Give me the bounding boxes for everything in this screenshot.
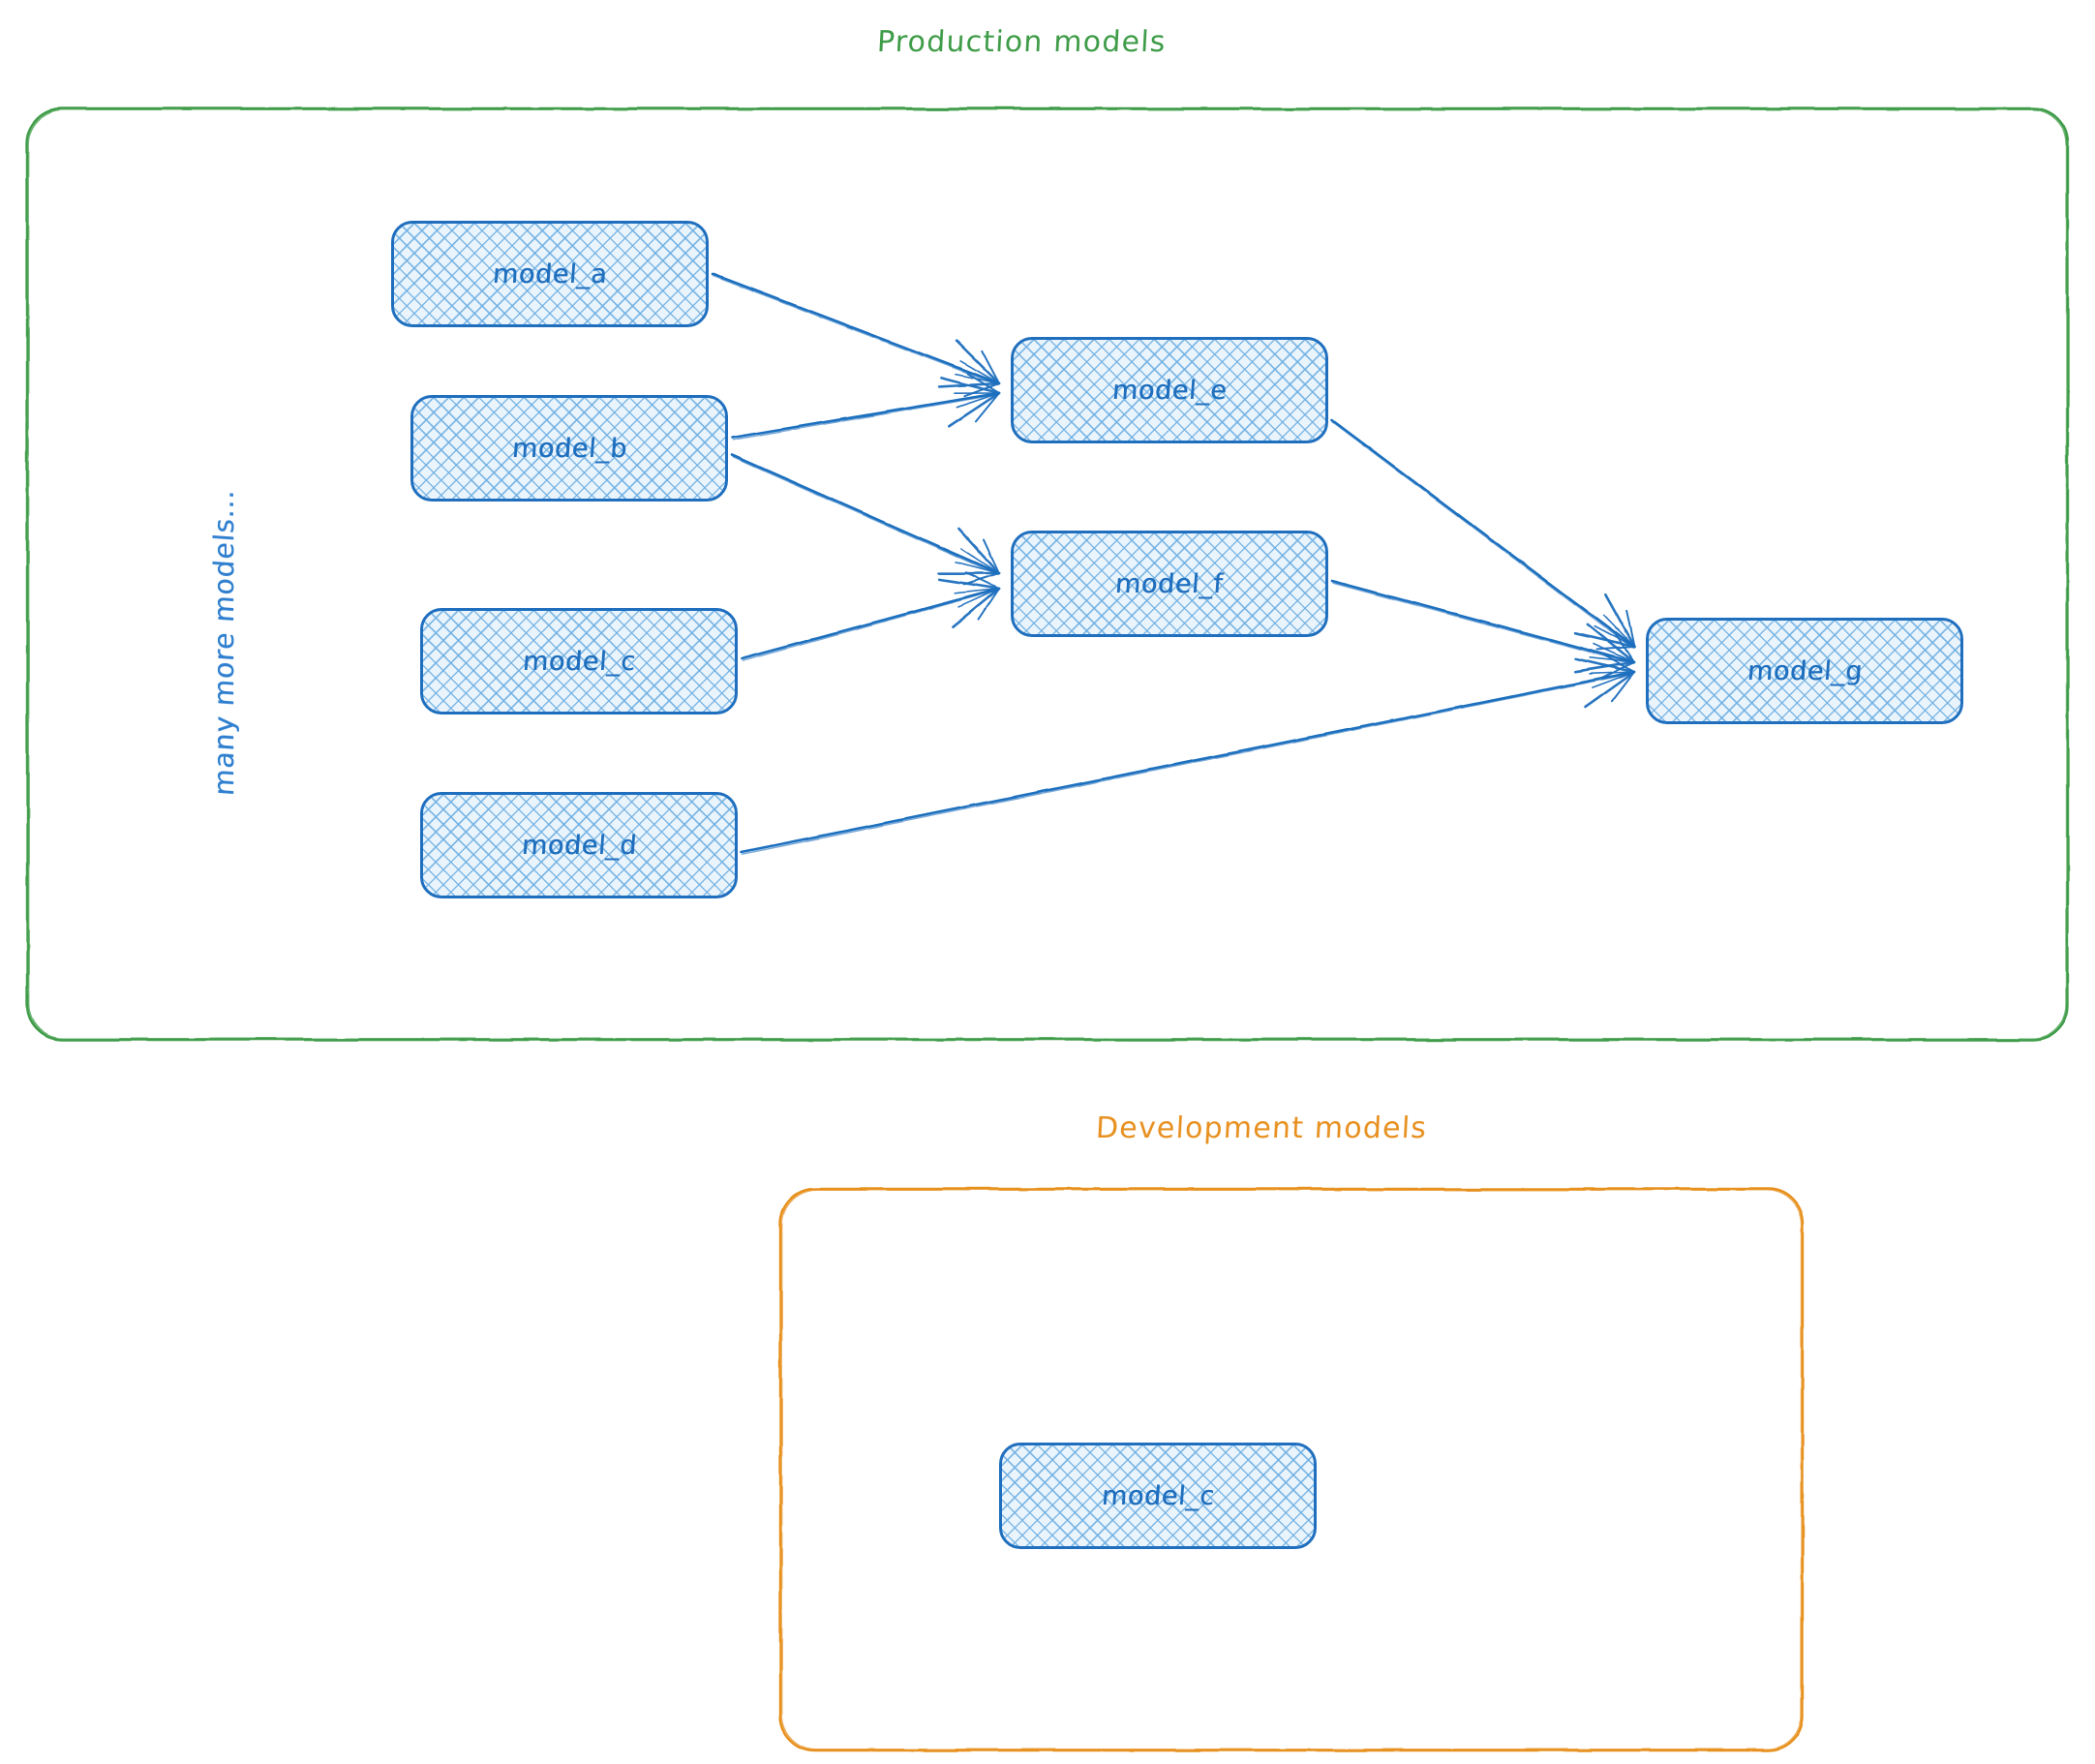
edge-d-to-g bbox=[740, 670, 1636, 854]
arrowhead-a-to-e-barb0 bbox=[955, 339, 1001, 385]
arrowhead-b-to-f-barb5 bbox=[955, 561, 1000, 574]
arrowhead-b-to-f-barb0 bbox=[957, 527, 1001, 575]
arrowhead-a-to-e-barb2 bbox=[981, 350, 1000, 384]
arrowhead-c-to-f-barb4 bbox=[954, 588, 1000, 594]
node-model_b[interactable]: model_b bbox=[410, 395, 728, 502]
node-label: model_c bbox=[1100, 1480, 1216, 1511]
arrowhead-f-to-g-barb1 bbox=[1573, 660, 1636, 673]
arrowhead-b-to-e-barb1 bbox=[948, 391, 1001, 428]
arrowhead-c-to-f-barb3 bbox=[977, 588, 1000, 621]
node-label: model_f bbox=[1114, 568, 1225, 599]
arrowhead-d-to-g-barb1 bbox=[1584, 670, 1636, 709]
node-label: model_b bbox=[510, 433, 628, 464]
edge-e-to-g-ghost bbox=[1332, 421, 1634, 650]
arrowhead-d-to-g-barb0 bbox=[1574, 657, 1636, 674]
edge-b-to-f bbox=[730, 453, 1001, 575]
arrowhead-a-to-e-barb3 bbox=[963, 382, 1000, 398]
arrowhead-f-to-g-barb4 bbox=[1593, 643, 1635, 663]
node-label: model_g bbox=[1746, 655, 1864, 686]
arrowhead-f-to-g-barb5 bbox=[1589, 656, 1635, 663]
arrowhead-a-to-e-barb4 bbox=[959, 360, 1000, 384]
arrowhead-f-to-g-barb0 bbox=[1586, 623, 1636, 664]
node-label: model_a bbox=[491, 259, 609, 289]
arrowhead-e-to-g-barb3 bbox=[1596, 646, 1635, 651]
arrowhead-d-to-g-barb4 bbox=[1589, 671, 1635, 675]
arrowhead-d-to-g-barb2 bbox=[1601, 653, 1635, 673]
arrowhead-b-to-e-barb3 bbox=[974, 392, 1000, 423]
arrowhead-b-to-e-barb0 bbox=[939, 377, 1001, 395]
node-model_e[interactable]: model_e bbox=[1011, 337, 1328, 443]
edge-d-to-g-ghost bbox=[742, 672, 1634, 855]
arrowhead-b-to-f-barb4 bbox=[960, 548, 1000, 574]
arrowhead-b-to-f-barb2 bbox=[983, 538, 1000, 574]
node-model_c[interactable]: model_c bbox=[420, 608, 738, 715]
arrowhead-c-to-f-barb5 bbox=[957, 588, 1000, 608]
edge-c-to-f-ghost bbox=[742, 589, 999, 661]
arrowhead-a-to-e-barb5 bbox=[955, 373, 1000, 384]
node-label: model_e bbox=[1110, 375, 1229, 406]
edge-b-to-e bbox=[730, 391, 1001, 440]
many-more-models-note: many more models... bbox=[208, 488, 240, 797]
arrowhead-e-to-g-barb4 bbox=[1602, 614, 1635, 648]
node-dev_model_c[interactable]: model_c bbox=[999, 1443, 1317, 1549]
node-label: model_d bbox=[520, 830, 638, 861]
edge-f-to-g bbox=[1330, 579, 1636, 664]
arrowhead-d-to-g-barb5 bbox=[1592, 671, 1635, 688]
arrowhead-b-to-e-barb5 bbox=[956, 392, 1000, 409]
edge-e-to-g bbox=[1330, 418, 1636, 649]
arrowhead-e-to-g-barb2 bbox=[1625, 609, 1635, 648]
arrowhead-c-to-f-barb2 bbox=[964, 571, 1000, 590]
node-label: model_c bbox=[521, 646, 637, 677]
node-model_f[interactable]: model_f bbox=[1011, 531, 1328, 637]
node-model_d[interactable]: model_d bbox=[420, 792, 738, 898]
arrowhead-d-to-g-barb3 bbox=[1610, 671, 1635, 703]
arrowhead-e-to-g-barb0 bbox=[1603, 593, 1636, 649]
arrowhead-b-to-f-barb3 bbox=[962, 572, 1000, 586]
arrowhead-e-to-g-barb5 bbox=[1594, 624, 1635, 648]
node-model_g[interactable]: model_g bbox=[1646, 618, 1963, 724]
arrowhead-f-to-g-barb2 bbox=[1612, 630, 1635, 663]
arrowhead-c-to-f-barb0 bbox=[938, 578, 1001, 591]
arrowhead-a-to-e-barb1 bbox=[937, 381, 1001, 388]
arrowhead-e-to-g-barb1 bbox=[1574, 631, 1636, 649]
production-group-title: Production models bbox=[876, 25, 1168, 59]
edge-a-to-e bbox=[711, 272, 1001, 385]
edge-f-to-g-ghost bbox=[1332, 582, 1634, 665]
edge-b-to-e-ghost bbox=[732, 393, 999, 441]
edge-a-to-e-ghost bbox=[713, 275, 999, 386]
development-group-title: Development models bbox=[1095, 1111, 1429, 1145]
arrowhead-f-to-g-barb3 bbox=[1599, 661, 1635, 680]
edge-b-to-f-ghost bbox=[732, 456, 999, 576]
node-model_a[interactable]: model_a bbox=[391, 221, 709, 327]
edge-c-to-f bbox=[740, 587, 1001, 660]
arrowhead-c-to-f-barb1 bbox=[951, 587, 1001, 628]
arrowhead-b-to-e-barb2 bbox=[966, 372, 1000, 394]
